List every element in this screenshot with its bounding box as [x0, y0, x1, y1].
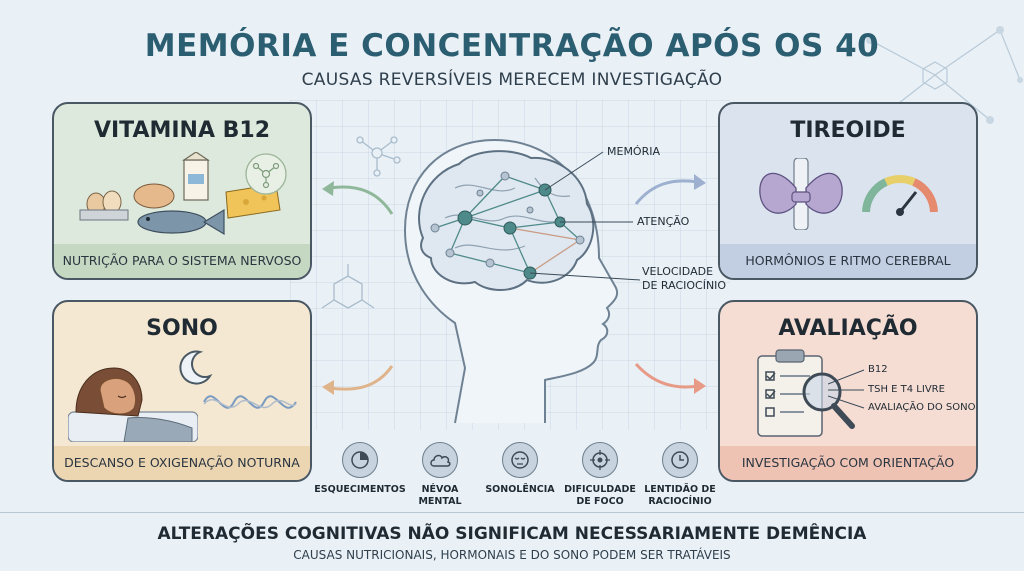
- card-title: SONO: [146, 316, 218, 341]
- card-title: VITAMINA B12: [93, 118, 271, 143]
- avaliacao-item-tsh: TSH E T4 LIVRE: [868, 384, 945, 395]
- pointer-lines: [828, 369, 865, 409]
- avaliacao-item-sono: AVALIAÇÃO DO SONO: [868, 402, 976, 413]
- sound-wave-icon: [203, 395, 297, 409]
- clipboard-icon: [757, 349, 855, 437]
- target-icon: [590, 450, 610, 470]
- card-avaliacao: AVALIAÇÃO B12 TSH E T4 LIVRE AVALIAÇÃO D…: [718, 300, 978, 482]
- head-brain-diagram: [403, 138, 641, 424]
- label-atencao: ATENÇÃO: [637, 215, 690, 228]
- thyroid-icon: [759, 158, 843, 230]
- card-footer: DESCANSO E OXIGENAÇÃO NOTURNA: [54, 446, 310, 480]
- label-velocidade: VELOCIDADE DE RACIOCÍNIO: [642, 265, 727, 292]
- footer-subline: CAUSAS NUTRICIONAIS, HORMONAIS E DO SONO…: [293, 548, 731, 562]
- pie-chart-icon: [351, 451, 369, 469]
- molecule-icon: [321, 264, 375, 309]
- clock-icon: [671, 451, 689, 469]
- molecule-icon: [245, 153, 287, 195]
- cloud-icon: [430, 454, 451, 467]
- arrow-icon: [634, 174, 706, 205]
- card-footer: NUTRIÇÃO PARA O SISTEMA NERVOSO: [54, 244, 310, 278]
- page-subtitle: CAUSAS REVERSÍVEIS MERECEM INVESTIGAÇÃO: [301, 70, 723, 90]
- card-footer: INVESTIGAÇÃO COM ORIENTAÇÃO MÉDICA: [720, 446, 976, 480]
- card-vitamina-b12: VITAMINA B12 NUTRIÇÃO PARA O SISTEMA NER…: [52, 102, 312, 280]
- arrow-icon: [322, 181, 394, 215]
- arrow-icon: [322, 365, 394, 395]
- symptom-esquecimentos: ESQUECIMENTOS: [314, 442, 406, 496]
- page-title: MEMÓRIA E CONCENTRAÇÃO APÓS OS 40: [144, 28, 880, 64]
- card-sono: SONO DESCANSO E OXIGENAÇÃO NOTURNA: [52, 300, 312, 482]
- food-illustration: [79, 152, 281, 236]
- gauge-icon: [862, 174, 938, 216]
- symptom-sonolencia: SONOLÊNCIA: [474, 442, 566, 496]
- arrow-icon: [634, 363, 706, 394]
- footer-divider: [0, 512, 1024, 513]
- sleeping-person-icon: [68, 367, 198, 442]
- moon-icon: [179, 350, 213, 385]
- molecule-icon: [356, 136, 401, 177]
- card-title: AVALIAÇÃO: [778, 316, 918, 341]
- avaliacao-item-b12: B12: [868, 364, 888, 375]
- sleepy-face-icon: [511, 451, 529, 469]
- card-tireoide: TIREOIDE HORMÔNIOS E RITMO CEREBRAL: [718, 102, 978, 280]
- card-title: TIREOIDE: [790, 118, 906, 143]
- footer-headline: ALTERAÇÕES COGNITIVAS NÃO SIGNIFICAM NEC…: [157, 524, 867, 544]
- card-footer: HORMÔNIOS E RITMO CEREBRAL: [720, 244, 976, 278]
- label-memoria: MEMÓRIA: [607, 145, 661, 158]
